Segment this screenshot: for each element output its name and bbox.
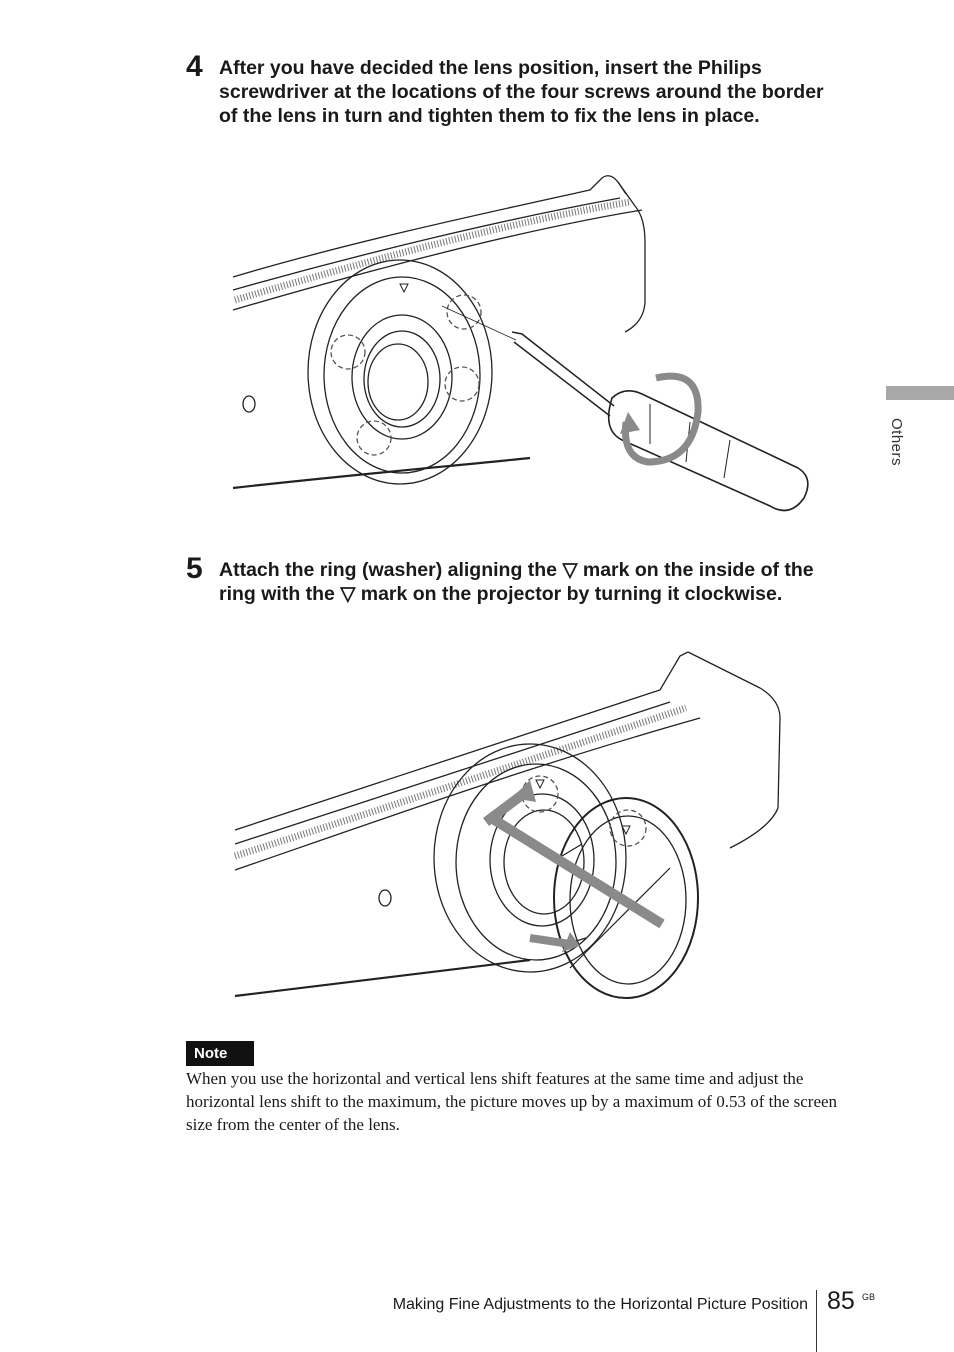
footer-divider [816, 1290, 817, 1352]
step-4: 4 After you have decided the lens positi… [186, 50, 846, 128]
step-instruction: After you have decided the lens position… [219, 57, 824, 127]
note-text: When you use the horizontal and vertical… [186, 1069, 838, 1134]
section-tab-bar [886, 386, 954, 400]
step-number: 5 [186, 552, 203, 585]
ring-attachment-illustration [233, 651, 781, 999]
page-suffix: GB [862, 1292, 876, 1302]
step-instruction: Attach the ring (washer) aligning the ▽ … [219, 559, 814, 605]
screwdriver-illustration [232, 175, 809, 512]
footer-section-title: Making Fine Adjustments to the Horizonta… [392, 1296, 808, 1313]
page-number: 85 [827, 1287, 855, 1315]
step-number: 4 [186, 50, 203, 83]
note-badge: Note [186, 1041, 254, 1066]
section-tab-label: Others [888, 418, 905, 467]
step-5: 5 Attach the ring (washer) aligning the … [186, 552, 846, 606]
